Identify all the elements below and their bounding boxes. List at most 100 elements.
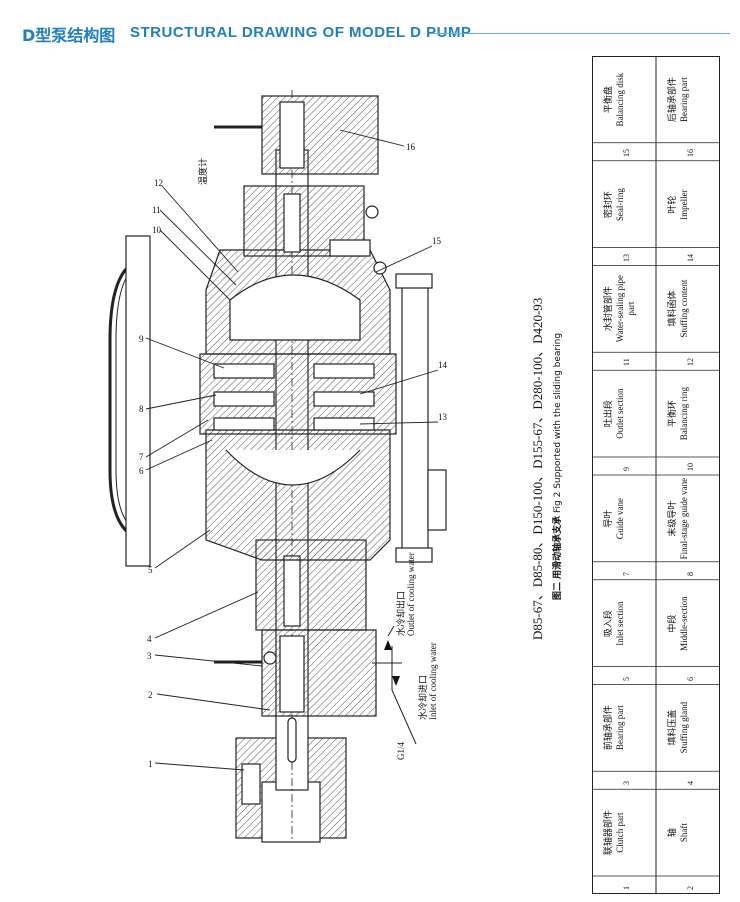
- part-number-2: 2: [686, 886, 695, 890]
- part-name-cn: 平衡环: [668, 400, 678, 428]
- part-name-cn: 前轴承部件: [604, 705, 614, 751]
- part-name-cn: 后轴承部件: [668, 76, 678, 122]
- callout-1: 1: [148, 759, 153, 769]
- part-name-en: Shaft: [679, 823, 689, 843]
- callout-4: 4: [147, 634, 152, 644]
- part-name-cn: 填料压盖: [668, 709, 678, 746]
- part-number-10: 10: [686, 463, 695, 471]
- part-number-4: 4: [686, 781, 695, 786]
- callout-13: 13: [438, 412, 448, 422]
- callout-10: 10: [152, 225, 162, 235]
- part-name-cn: 填料函体: [668, 290, 678, 327]
- callout-15: 15: [432, 236, 442, 246]
- callout-8: 8: [139, 404, 144, 414]
- part-name-cn: 导叶: [604, 509, 614, 528]
- title-chinese: D型泵结构图: [22, 26, 116, 45]
- part-name-cn: 水封管部件: [604, 286, 614, 332]
- part-name-cn: 平衡盘: [604, 85, 614, 113]
- part-number-9: 9: [622, 467, 631, 471]
- callout-6: 6: [139, 466, 144, 476]
- part-name-cn: 吐出段: [604, 400, 614, 428]
- inlet-flange: [125, 235, 151, 567]
- callout-16: 16: [406, 142, 416, 152]
- callout-3: 3: [147, 651, 152, 661]
- part-number-3: 3: [622, 781, 631, 786]
- part-name-en: Balancing ring: [679, 387, 689, 441]
- part-name-en: Water-sealing pipe part: [615, 275, 636, 343]
- thermometer-label: 温度计: [197, 158, 209, 185]
- parts-table: [592, 56, 720, 894]
- part-number-5: 5: [622, 676, 631, 681]
- title-rule: [430, 33, 730, 34]
- model-list: D85-67、D85-80、D150-100、D155-67、D280-100、…: [530, 297, 545, 640]
- shaft-key: [287, 717, 297, 763]
- part-name-en: Bearing part: [679, 77, 689, 122]
- outlet-cooling-en: Outlet of cooling water: [406, 552, 416, 636]
- part-number-13: 13: [622, 253, 631, 262]
- part-name-en: Balancing disk: [615, 72, 625, 127]
- figure-caption: 图二 用滑动轴承支承 Fig 2 Supported with the slid…: [550, 333, 563, 600]
- part-name-cn: 联轴器部件: [604, 810, 614, 856]
- part-name-cn: 叶轮: [668, 195, 678, 214]
- part-name-cn: 吸入段: [604, 609, 614, 637]
- part-number-15: 15: [622, 148, 631, 157]
- inlet-cooling-en: Inlet of cooling water: [428, 642, 438, 720]
- callout-5: 5: [148, 565, 153, 575]
- part-name-cn: 中段: [668, 614, 678, 633]
- part-name-cn: 末级导叶: [668, 500, 678, 537]
- callout-11: 11: [152, 205, 161, 215]
- part-name-en: Stuffing content: [679, 279, 689, 338]
- callout-7: 7: [139, 452, 144, 462]
- part-name-en: Clutch part: [615, 812, 625, 853]
- part-number-1: 1: [622, 886, 631, 890]
- part-name-en: Outlet section: [615, 388, 625, 439]
- title-english: STRUCTURAL DRAWING OF MODEL D PUMP: [130, 24, 472, 41]
- part-number-12: 12: [686, 358, 695, 367]
- part-name-cn: 轴: [668, 828, 678, 838]
- callout-14: 14: [438, 360, 448, 370]
- page-header: D型泵结构图 STRUCTURAL DRAWING OF MODEL D PUM…: [0, 0, 740, 48]
- part-name-en: Impeller: [679, 188, 689, 220]
- part-number-16: 16: [686, 148, 695, 157]
- callout-2: 2: [148, 690, 153, 700]
- part-name-en: Inlet section: [615, 601, 625, 646]
- inlet-section: [205, 429, 391, 561]
- part-number-7: 7: [622, 571, 631, 576]
- inlet-cooling-cn: 水冷却进口: [417, 675, 429, 720]
- upper-stuffing-box: [243, 185, 365, 257]
- balancing-disk: [329, 239, 371, 257]
- part-number-14: 14: [686, 253, 695, 262]
- part-name-en: Guide vane: [615, 497, 625, 539]
- part-name-en: Middle-section: [679, 595, 689, 651]
- pump-cross-section-drawing: 1 2 3 4 5 6 7 8 9 10 11 12 13 14 15 16 温…: [108, 90, 448, 843]
- part-number-11: 11: [622, 358, 631, 367]
- callout-9: 9: [139, 334, 144, 344]
- part-name-en: Final-stage guide vane: [679, 477, 689, 560]
- part-number-6: 6: [686, 676, 695, 681]
- outlet-flange: [401, 285, 429, 551]
- part-name-en: Seal-ring: [615, 187, 625, 221]
- part-number-8: 8: [686, 571, 695, 576]
- figure-caption-en: Fig 2 Supported with the sliding bearing: [553, 332, 563, 513]
- outlet-cooling-cn: 水冷却出口: [395, 591, 407, 636]
- coupling-bolt: [241, 763, 261, 805]
- front-bearing-housing: [261, 629, 377, 717]
- thread-label: G1/4: [396, 742, 406, 761]
- callout-12: 12: [154, 178, 163, 188]
